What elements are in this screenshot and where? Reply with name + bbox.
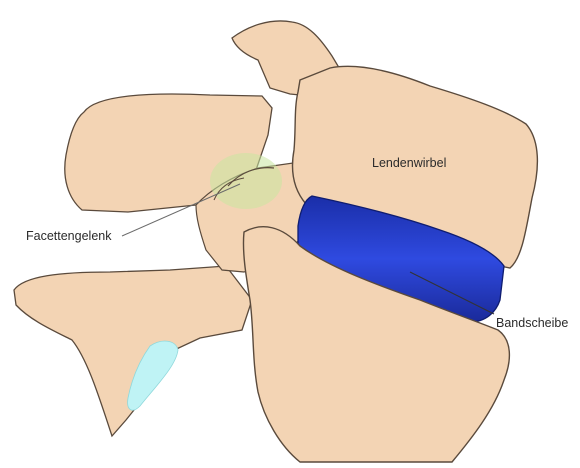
disc-label: Bandscheibe [496,316,568,330]
facet-joint-highlight [210,153,282,209]
facet-joint-label: Facettengelenk [26,229,111,243]
vertebra-label: Lendenwirbel [372,156,446,170]
